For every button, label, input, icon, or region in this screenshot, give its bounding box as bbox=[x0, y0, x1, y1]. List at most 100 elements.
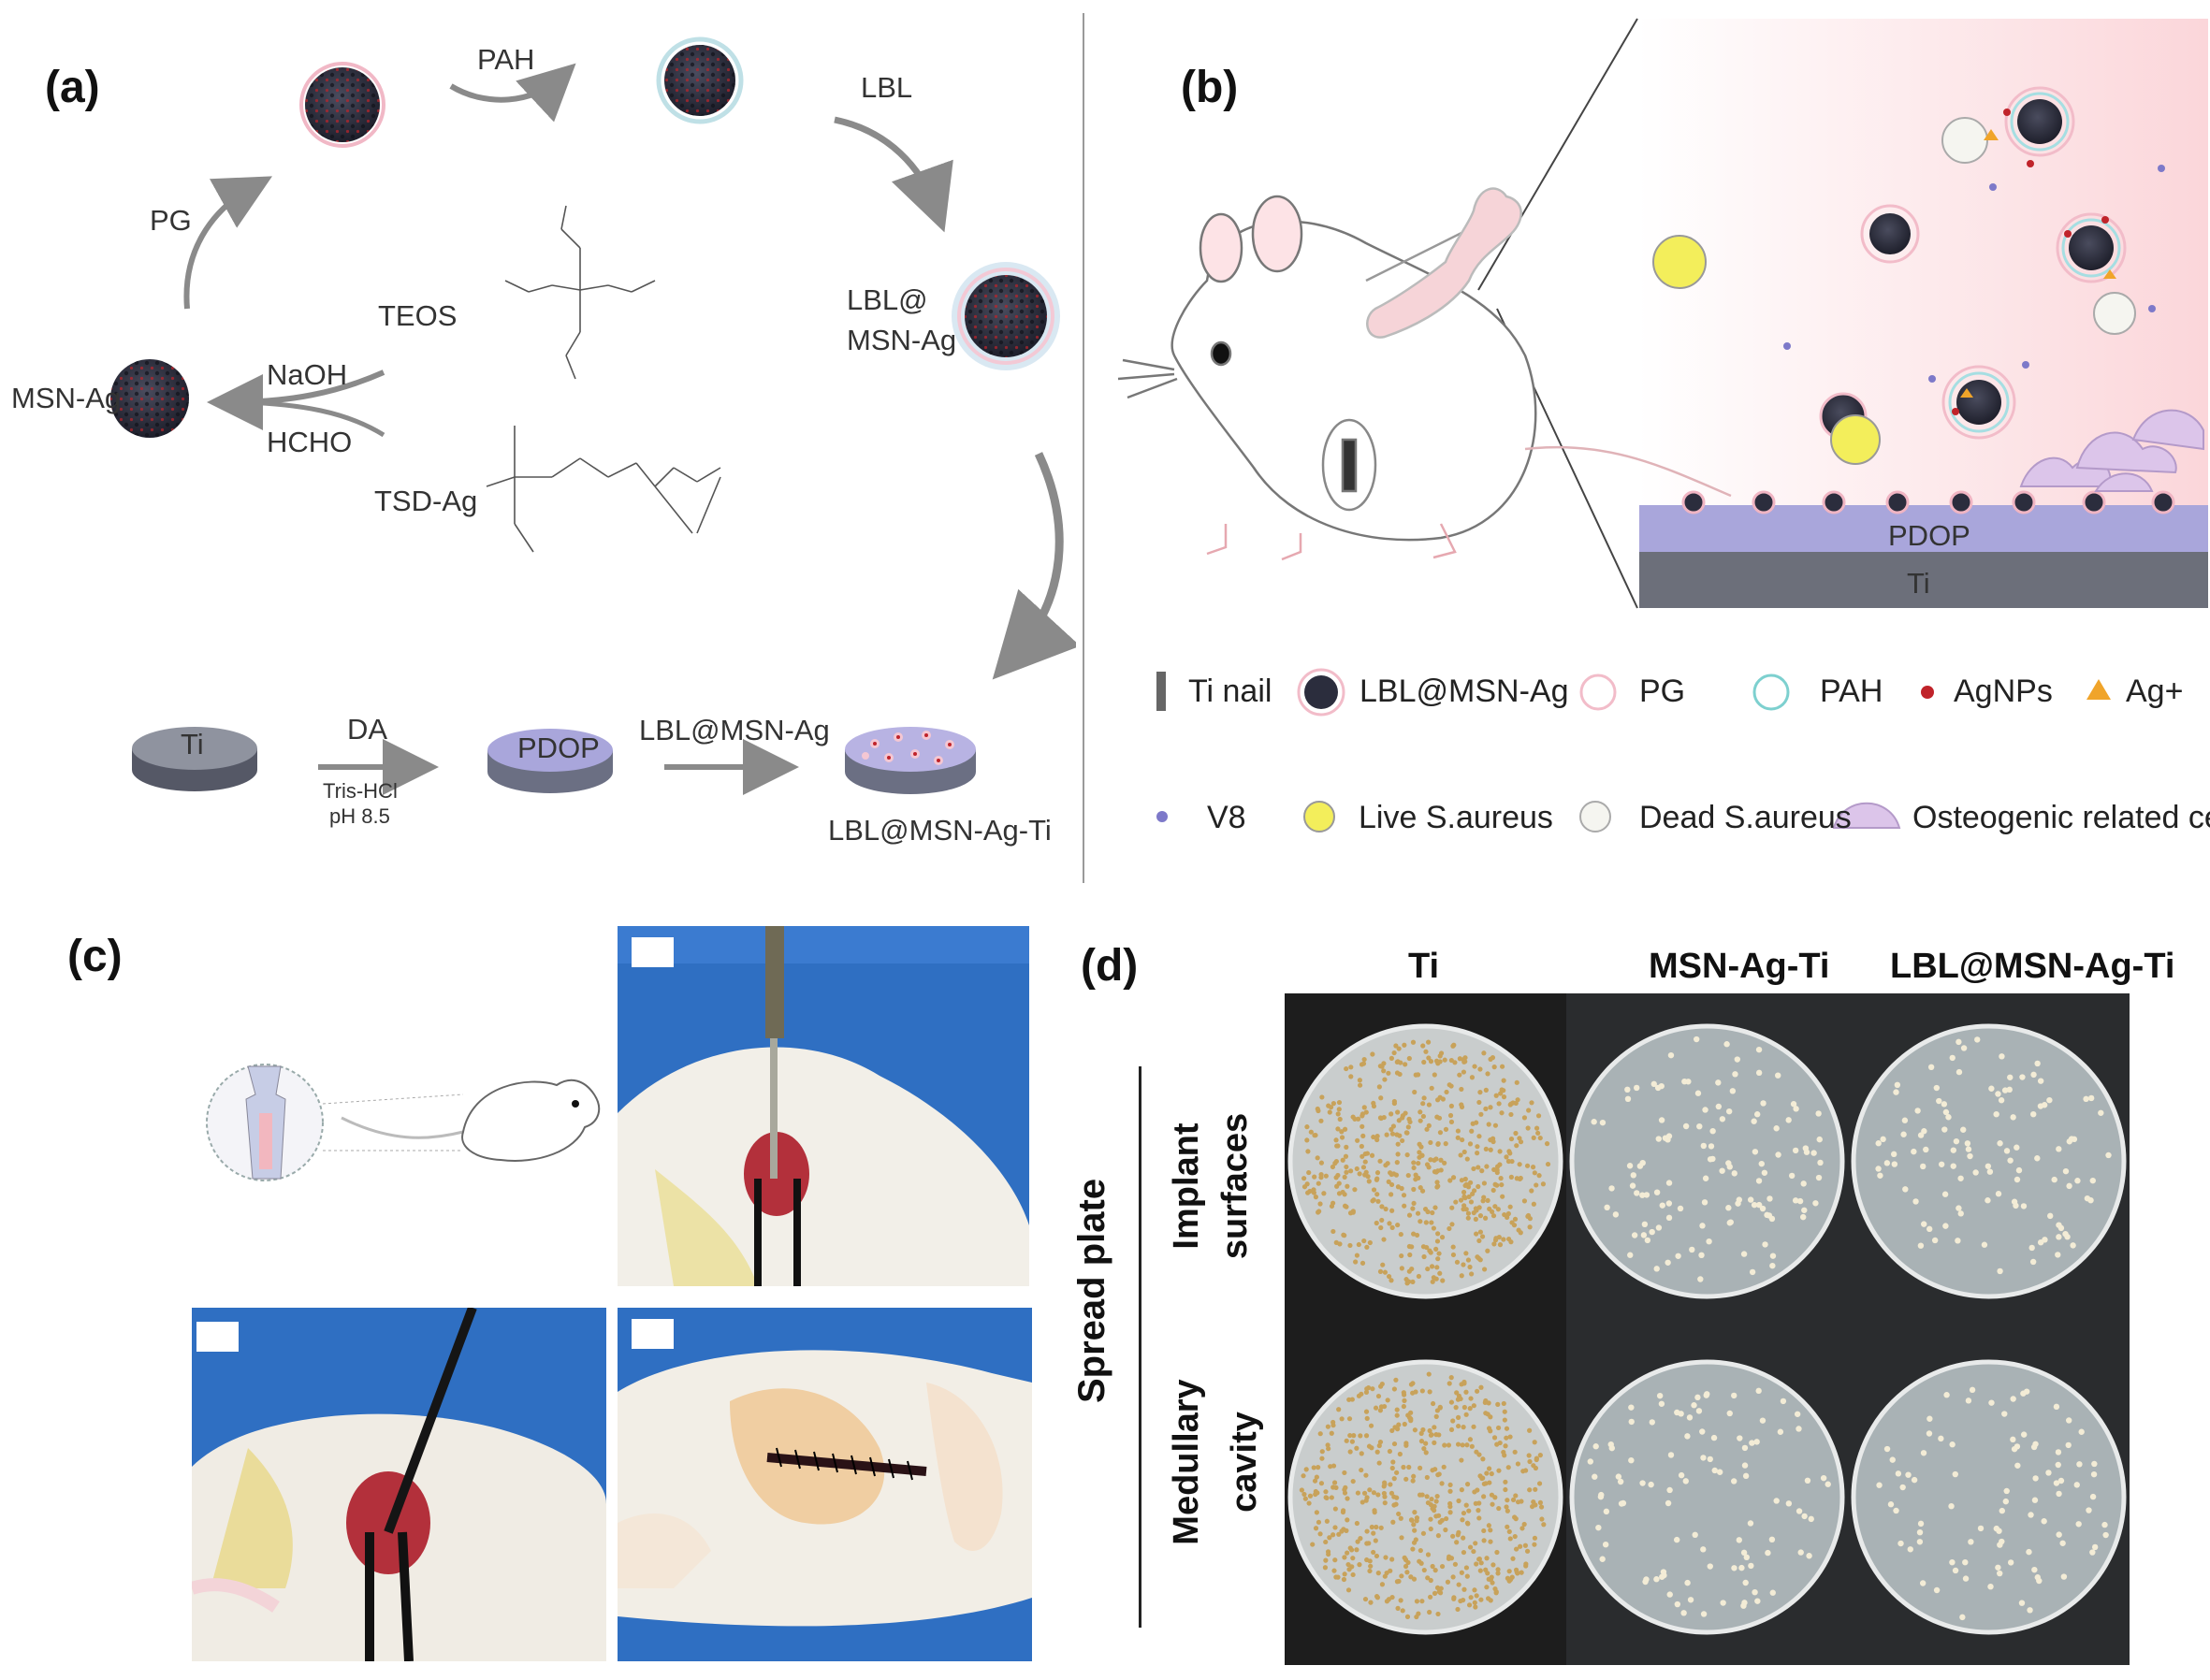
bacterial-colony bbox=[1481, 1050, 1487, 1056]
bacterial-colony bbox=[1474, 1231, 1479, 1237]
bacterial-colony bbox=[1301, 1491, 1307, 1498]
bacterial-colony bbox=[1895, 1470, 1902, 1477]
bacterial-colony bbox=[1448, 1399, 1455, 1405]
petri-dish bbox=[1569, 1023, 1845, 1299]
bacterial-colony bbox=[1386, 1070, 1391, 1076]
bacterial-colony bbox=[1391, 1386, 1397, 1392]
bacterial-colony bbox=[1443, 1126, 1449, 1132]
bacterial-colony bbox=[1504, 1504, 1509, 1510]
bacterial-colony bbox=[1307, 1188, 1313, 1195]
bacterial-colony bbox=[1359, 1451, 1364, 1456]
bacterial-colony bbox=[1743, 1554, 1750, 1561]
bacterial-colony bbox=[1407, 1252, 1413, 1258]
bacterial-colony bbox=[1523, 1561, 1529, 1567]
bacterial-colony bbox=[1409, 1517, 1415, 1523]
bacterial-colony bbox=[1532, 1542, 1537, 1547]
bacterial-colony bbox=[1490, 1187, 1496, 1194]
bacterial-colony bbox=[1357, 1082, 1363, 1088]
bacterial-colony bbox=[1419, 1152, 1425, 1158]
bacterial-colony bbox=[1817, 1159, 1824, 1166]
bacterial-colony bbox=[1488, 1428, 1493, 1434]
pdop-disc bbox=[487, 729, 613, 793]
bacterial-colony bbox=[2029, 1258, 2037, 1266]
bacterial-colony bbox=[1484, 1585, 1490, 1590]
bacterial-colony bbox=[1389, 1278, 1394, 1283]
bacterial-colony bbox=[1700, 1546, 1707, 1553]
tris-hcl-label: Tris-HCl bbox=[323, 779, 398, 803]
bacterial-colony bbox=[1412, 1089, 1418, 1095]
bacterial-colony bbox=[1369, 1152, 1375, 1158]
bacterial-colony bbox=[1430, 1209, 1435, 1216]
bacterial-colony bbox=[1403, 1062, 1408, 1067]
bacterial-colony bbox=[1488, 1414, 1493, 1420]
bacterial-colony bbox=[2047, 1212, 2054, 1220]
bacterial-colony bbox=[1682, 1478, 1689, 1484]
bacterial-colony bbox=[1347, 1242, 1353, 1249]
bacterial-colony bbox=[1518, 1543, 1523, 1549]
hcho-arrow bbox=[242, 399, 385, 438]
bacterial-colony bbox=[1715, 1103, 1723, 1110]
bacterial-colony bbox=[1408, 1574, 1414, 1580]
bacterial-colony bbox=[1515, 1499, 1521, 1505]
bacterial-colony bbox=[1518, 1175, 1523, 1181]
ti-layer bbox=[1639, 552, 2208, 608]
bacterial-colony bbox=[1665, 1259, 1671, 1266]
bacterial-colony bbox=[1997, 1267, 2003, 1275]
bacterial-colony bbox=[1390, 1459, 1396, 1465]
bacterial-colony bbox=[1459, 1178, 1465, 1183]
bacterial-colony bbox=[1780, 1398, 1787, 1405]
bacterial-colony bbox=[2055, 1252, 2061, 1258]
bacterial-colony bbox=[1527, 1224, 1533, 1230]
bacterial-colony bbox=[2037, 1238, 2044, 1246]
bacterial-colony bbox=[1367, 1239, 1373, 1246]
bacterial-colony bbox=[1420, 1101, 1426, 1107]
bacterial-colony bbox=[1466, 1602, 1473, 1608]
bacterial-colony bbox=[2030, 1443, 2038, 1451]
bacterial-colony bbox=[1418, 1430, 1424, 1436]
bacterial-colony bbox=[1394, 1495, 1400, 1500]
pah-label: PAH bbox=[477, 43, 535, 76]
pah-coated-particle bbox=[656, 36, 744, 124]
bacterial-colony bbox=[1916, 1539, 1924, 1545]
bacterial-colony bbox=[2002, 1498, 2010, 1505]
column-header-ti: Ti bbox=[1408, 947, 1440, 986]
bacterial-colony bbox=[1499, 1087, 1505, 1093]
bacterial-colony bbox=[2070, 1242, 2076, 1249]
bacterial-colony bbox=[1656, 1392, 1664, 1399]
bacterial-colony bbox=[1628, 1404, 1635, 1411]
bacterial-colony bbox=[2027, 1607, 2033, 1614]
bacterial-colony bbox=[1414, 1518, 1419, 1524]
bacterial-colony bbox=[1674, 1600, 1681, 1608]
bacterial-colony bbox=[1363, 1409, 1370, 1414]
bacterial-colony bbox=[1591, 1119, 1597, 1125]
pah-ring-icon bbox=[1752, 673, 1790, 711]
bacterial-colony bbox=[1432, 1205, 1438, 1210]
teos-structure bbox=[504, 205, 656, 380]
bacterial-colony bbox=[1306, 1169, 1312, 1176]
bacterial-colony bbox=[1461, 1262, 1466, 1267]
bacterial-colony bbox=[1400, 1137, 1405, 1144]
bacterial-colony bbox=[1686, 1414, 1694, 1421]
bacterial-colony bbox=[1494, 1549, 1500, 1556]
bacterial-colony bbox=[1448, 1427, 1455, 1433]
bacterial-colony bbox=[1466, 1508, 1472, 1513]
bacterial-colony bbox=[1438, 1050, 1445, 1056]
bacterial-colony bbox=[1793, 1106, 1799, 1112]
bacterial-colony bbox=[1731, 1565, 1737, 1571]
da-label: DA bbox=[347, 713, 388, 746]
bacterial-colony bbox=[1374, 1524, 1379, 1530]
bacterial-colony bbox=[1883, 1160, 1891, 1166]
bacterial-colony bbox=[1438, 1157, 1444, 1163]
bacterial-colony bbox=[1335, 1574, 1341, 1580]
bacterial-colony bbox=[1439, 1235, 1446, 1240]
bacterial-colony bbox=[1399, 1185, 1404, 1192]
bacterial-colony bbox=[1806, 1553, 1812, 1559]
bacterial-colony bbox=[1788, 1172, 1796, 1180]
bacterial-colony bbox=[1482, 1399, 1488, 1406]
bacterial-colony bbox=[1432, 1425, 1437, 1430]
bacterial-colony bbox=[1409, 1244, 1415, 1250]
bacterial-colony bbox=[1877, 1172, 1883, 1179]
bacterial-colony bbox=[1374, 1220, 1379, 1226]
bacterial-colony bbox=[1311, 1187, 1316, 1193]
bacterial-colony bbox=[1755, 1201, 1763, 1209]
